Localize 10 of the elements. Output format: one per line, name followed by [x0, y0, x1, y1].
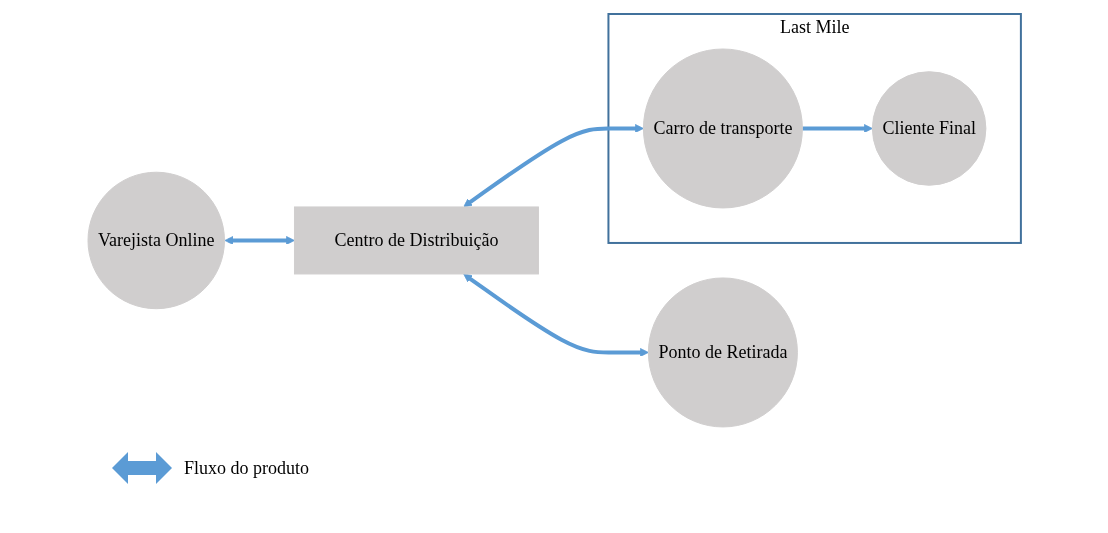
arrow — [801, 123, 873, 133]
node-circle: Ponto de Retirada — [647, 277, 798, 427]
node-box: Centro de Distribuição — [293, 206, 539, 274]
arrow — [462, 123, 644, 207]
node-circle: Cliente Final — [871, 70, 986, 186]
arrow — [224, 235, 295, 245]
node-circle: Carro de transporte — [642, 48, 803, 208]
arrow — [462, 273, 649, 357]
legend-text: Fluxo do produto — [184, 457, 309, 479]
node-circle: Varejista Online — [87, 171, 225, 309]
